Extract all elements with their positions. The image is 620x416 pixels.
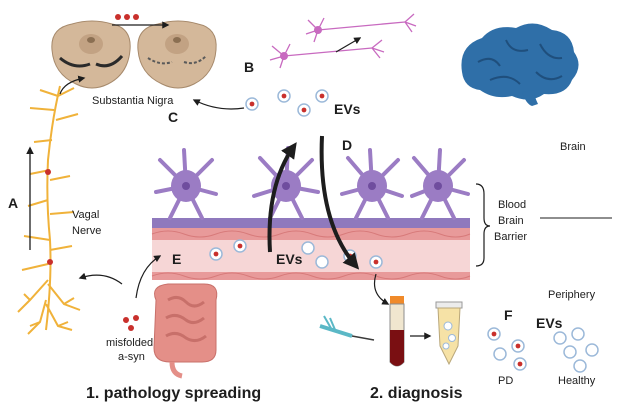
ev-particles-top (245, 89, 329, 117)
letter-e: E (172, 251, 181, 267)
evs-f-label: EVs (536, 315, 563, 331)
gut-to-vessel-arrow (135, 255, 162, 299)
substantia-nigra-label: Substantia Nigra (92, 95, 174, 107)
vagal-label: Vagal (72, 209, 99, 221)
gut-icon (153, 283, 218, 379)
bbb-label-barrier: Barrier (494, 231, 527, 243)
pd-ev-particles (487, 327, 527, 371)
brain-icon (461, 23, 579, 106)
pd-label: PD (498, 375, 513, 387)
midbrain-section-affected-icon (137, 20, 217, 89)
evs-mid-label: EVs (276, 251, 303, 267)
bbb-label-brain: Brain (498, 215, 524, 227)
pathology-caption: 1. pathology spreading (86, 385, 261, 402)
bbb-bracket (475, 183, 491, 267)
centrifuge-tube-icon (435, 301, 463, 366)
letter-a: A (8, 195, 18, 211)
misfolded-asyn-dots (123, 315, 139, 331)
nerve-asyn-dot (45, 169, 51, 175)
evs-top-label: EVs (334, 101, 361, 117)
nerve-to-nigra-arrow (59, 75, 86, 95)
periphery-region-label: Periphery (548, 289, 596, 301)
astrocyte-nucleus (182, 182, 442, 190)
nerve-label: Nerve (72, 225, 101, 237)
neuron-spread-arrow (335, 37, 362, 53)
neuron-soma (314, 26, 322, 34)
bbb-label-blood: Blood (498, 199, 526, 211)
misfolded-label: misfolded (106, 337, 153, 349)
midbrain-section-icon (51, 20, 131, 89)
blood-tube-icon (389, 296, 405, 367)
healthy-label: Healthy (558, 375, 596, 387)
brain-region-label: Brain (560, 141, 586, 153)
neuron-soma (280, 52, 288, 60)
evs-to-nigra-arrow (192, 99, 245, 110)
vessel-to-tube-arrow (373, 273, 390, 305)
healthy-ev-particles (553, 327, 599, 373)
letter-f: F (504, 307, 513, 323)
blood-vessel (151, 228, 471, 280)
syringe-icon (319, 315, 375, 341)
diagnosis-caption: 2. diagnosis (370, 385, 463, 402)
evs-cross-bbb-up-arrow (267, 142, 297, 253)
vagal-nerve (17, 85, 81, 335)
letter-b: B (244, 59, 254, 75)
evs-cross-bbb-down-arrow (319, 135, 360, 270)
nerve-asyn-dot (47, 259, 53, 265)
letter-d: D (342, 137, 352, 153)
letter-c: C (168, 109, 178, 125)
endfeet-layer (152, 218, 470, 228)
neuron-icon (269, 13, 417, 69)
asyn-label: a-syn (118, 351, 145, 363)
astrocyte-icon (154, 146, 470, 220)
progression-dots (115, 14, 139, 20)
gut-to-nerve-arrow (78, 272, 123, 285)
